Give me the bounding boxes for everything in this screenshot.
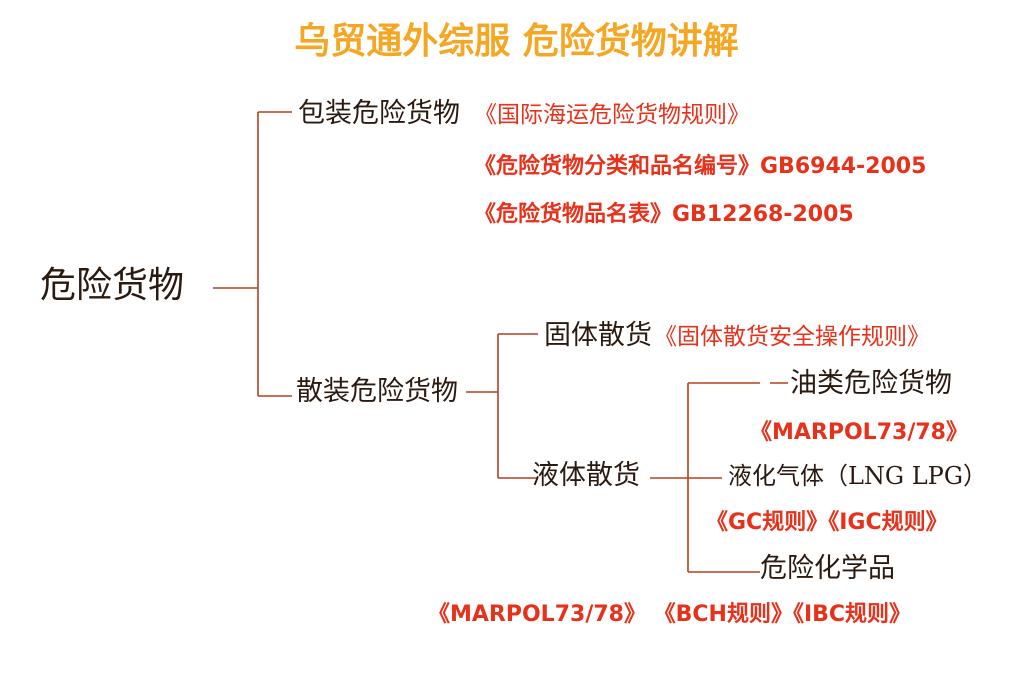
ref-imdg: 《国际海运危险货物规则》 [474, 102, 750, 128]
ref-gas-codes: 《GC规则》《IGC规则》 [706, 510, 948, 535]
node-packaged: 包装危险货物 [298, 98, 460, 129]
ref-gb12268: 《危险货物品名表》GB12268-2005 [474, 202, 854, 227]
ref-solid-code: 《固体散货安全操作规则》 [654, 324, 930, 350]
ref-marpol-oil: 《MARPOL73/78》 [750, 420, 968, 445]
node-oil: 油类危险货物 [790, 368, 952, 399]
node-bulk: 散装危险货物 [296, 376, 458, 407]
node-root: 危险货物 [40, 265, 185, 306]
node-liquid-bulk: 液体散货 [532, 460, 640, 491]
ref-chem-codes: 《MARPOL73/78》 《BCH规则》《IBC规则》 [428, 602, 912, 627]
node-solid-bulk: 固体散货 [544, 320, 652, 351]
node-chemicals: 危险化学品 [760, 553, 895, 584]
page-title: 乌贸通外综服 危险货物讲解 [294, 21, 739, 62]
ref-gb6944: 《危险货物分类和品名编号》GB6944-2005 [474, 154, 927, 179]
node-liquefied-gas: 液化气体（LNG LPG） [728, 462, 987, 490]
